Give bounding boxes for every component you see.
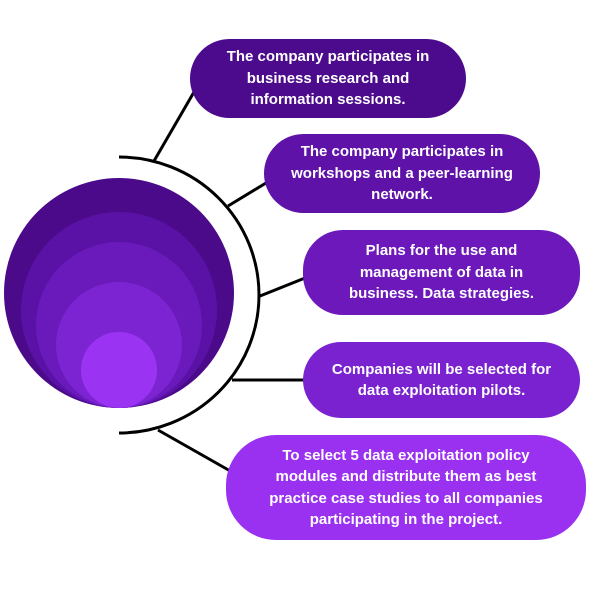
step-text-line: information sessions.: [250, 91, 406, 109]
step-text-line: modules and distribute them as best: [275, 468, 537, 485]
step-box-1: The company participates in business res…: [190, 39, 466, 118]
step-box-3: Plans for the use and management of data…: [303, 230, 580, 315]
step-text-line: The company participates in: [300, 143, 504, 161]
step-text-line: management of data in: [359, 263, 524, 281]
connector-2: [227, 181, 267, 208]
connector-5: [157, 428, 233, 474]
step-box-2: The company participates in workshops an…: [264, 134, 540, 213]
step-text-line: participating in the project.: [309, 511, 503, 528]
connector-3: [259, 276, 306, 298]
step-text-line: Companies will be selected for: [331, 360, 552, 378]
step-text-line: Plans for the use and: [365, 242, 518, 260]
step-text-line: network.: [371, 186, 433, 204]
step-text-line: data exploitation pilots.: [357, 382, 526, 399]
step-text-line: practice case studies to all companies: [269, 489, 543, 507]
step-box-4: Companies will be selected for data expl…: [303, 342, 580, 418]
step-text-line: The company participates in: [226, 48, 430, 66]
bracket-arc: [118, 155, 261, 435]
step-box-5: To select 5 data exploitation policy mod…: [226, 435, 586, 540]
step-text-line: business research and: [246, 69, 410, 87]
connector-1: [152, 91, 196, 162]
step-text-line: To select 5 data exploitation policy: [282, 446, 530, 464]
ring-inner: [81, 332, 157, 408]
step-text-line: workshops and a peer-learning: [291, 164, 513, 182]
step-text-line: business. Data strategies.: [348, 285, 535, 303]
